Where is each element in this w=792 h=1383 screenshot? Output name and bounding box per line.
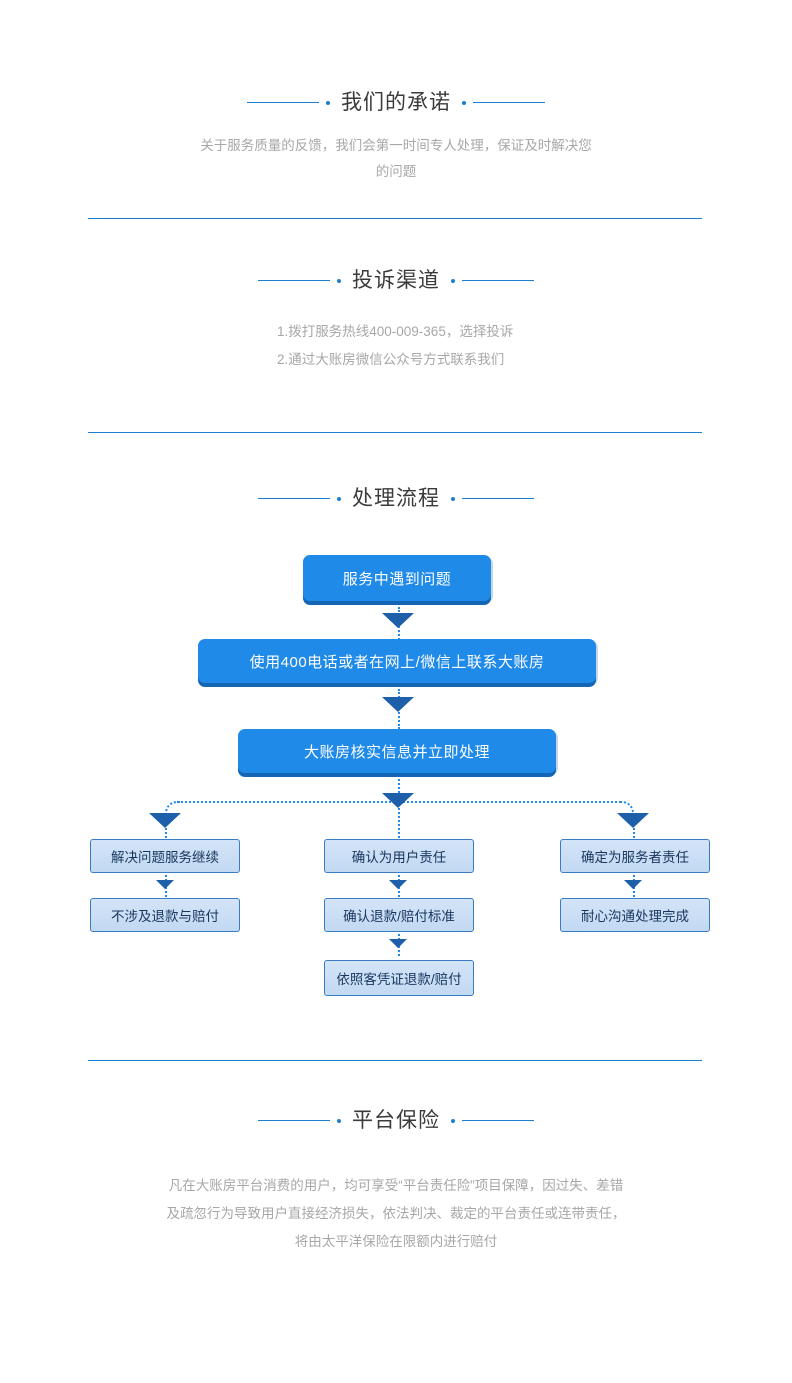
heading-dot-right-icon bbox=[451, 278, 455, 283]
heading-rule-right bbox=[462, 1120, 534, 1121]
heading-dot-right-icon bbox=[451, 496, 455, 501]
promise-body-text: 关于服务质量的反馈，我们会第一时间专人处理，保证及时解决您的问题 bbox=[200, 138, 592, 179]
connector-center-branch-drop bbox=[398, 801, 400, 841]
channel-line-2: 2.通过大账房微信公众号方式联系我们 bbox=[277, 352, 505, 367]
flow-center-step-3: 依照客凭证退款/赔付 bbox=[324, 960, 474, 996]
arrowhead-left-1-2-icon bbox=[156, 880, 174, 889]
channel-line-1: 1.拨打服务热线400-009-365，选择投诉 bbox=[277, 324, 514, 339]
page-title-process: 处理流程 bbox=[352, 487, 440, 510]
heading-rule-left bbox=[258, 280, 330, 281]
heading-rule-left bbox=[258, 498, 330, 499]
arrowhead-center-branch-icon bbox=[382, 793, 414, 808]
connector-bus-right bbox=[399, 801, 621, 803]
flow-main-step-3-label: 大账房核实信息并立即处理 bbox=[303, 743, 490, 761]
flow-main-step-1: 服务中遇到问题 bbox=[303, 555, 497, 607]
arrowhead-right-1-2-icon bbox=[624, 880, 642, 889]
flow-left-step-2: 不涉及退款与赔付 bbox=[90, 898, 240, 932]
arrowhead-right-branch-icon bbox=[617, 813, 649, 828]
insurance-body-text: 凡在大账房平台消费的用户，均可享受“平台责任险”项目保障，因过失、差错及疏忽行为… bbox=[166, 1178, 626, 1249]
page-title-promise: 我们的承诺 bbox=[341, 91, 451, 114]
flow-center-step-1: 确认为用户责任 bbox=[324, 839, 474, 873]
heading-dot-right-icon bbox=[462, 100, 466, 105]
flow-right-step-1: 确定为服务者责任 bbox=[560, 839, 710, 873]
arrowhead-left-branch-icon bbox=[149, 813, 181, 828]
connector-bus-left bbox=[178, 801, 399, 803]
divider-1 bbox=[88, 218, 702, 219]
heading-rule-right bbox=[473, 102, 545, 103]
flow-center-step-2-label: 确认退款/赔付标准 bbox=[343, 909, 455, 924]
page-title-channel: 投诉渠道 bbox=[352, 269, 440, 292]
heading-rule-left bbox=[247, 102, 319, 103]
flow-main-step-2-label: 使用400电话或者在网上/微信上联系大账房 bbox=[249, 653, 545, 671]
section-heading-promise: 我们的承诺 bbox=[0, 92, 792, 113]
heading-rule-right bbox=[462, 498, 534, 499]
heading-rule-right bbox=[462, 280, 534, 281]
flow-main-step-1-label: 服务中遇到问题 bbox=[342, 570, 452, 588]
heading-rule-left bbox=[258, 1120, 330, 1121]
connector-bus-corner-left bbox=[165, 801, 179, 815]
page-title-insurance: 平台保险 bbox=[352, 1109, 440, 1132]
flow-left-step-2-label: 不涉及退款与赔付 bbox=[111, 909, 219, 924]
flow-center-step-1-label: 确认为用户责任 bbox=[351, 850, 447, 865]
section-heading-insurance: 平台保险 bbox=[0, 1110, 792, 1131]
flow-main-step-3: 大账房核实信息并立即处理 bbox=[238, 729, 562, 779]
section-heading-channel: 投诉渠道 bbox=[0, 270, 792, 291]
flow-center-step-2: 确认退款/赔付标准 bbox=[324, 898, 474, 932]
flow-right-step-2-label: 耐心沟通处理完成 bbox=[581, 909, 689, 924]
heading-dot-left-icon bbox=[337, 278, 341, 283]
arrowhead-main-1-2-icon bbox=[382, 613, 414, 628]
divider-3 bbox=[88, 1060, 702, 1061]
flow-right-step-2: 耐心沟通处理完成 bbox=[560, 898, 710, 932]
heading-dot-left-icon bbox=[337, 1118, 341, 1123]
heading-dot-left-icon bbox=[326, 100, 330, 105]
flow-center-step-3-label: 依照客凭证退款/赔付 bbox=[336, 972, 462, 987]
flow-left-step-1-label: 解决问题服务继续 bbox=[111, 850, 219, 865]
flow-main-step-2: 使用400电话或者在网上/微信上联系大账房 bbox=[198, 639, 602, 689]
section-heading-process: 处理流程 bbox=[0, 488, 792, 509]
flow-right-step-1-label: 确定为服务者责任 bbox=[581, 850, 689, 865]
connector-bus-corner-right bbox=[620, 801, 634, 815]
heading-dot-left-icon bbox=[337, 496, 341, 501]
divider-2 bbox=[88, 432, 702, 433]
arrowhead-center-2-3-icon bbox=[389, 939, 407, 948]
arrowhead-main-2-3-icon bbox=[382, 697, 414, 712]
arrowhead-center-1-2-icon bbox=[389, 880, 407, 889]
heading-dot-right-icon bbox=[451, 1118, 455, 1123]
connector-bus-drop bbox=[398, 779, 400, 801]
flow-left-step-1: 解决问题服务继续 bbox=[90, 839, 240, 873]
